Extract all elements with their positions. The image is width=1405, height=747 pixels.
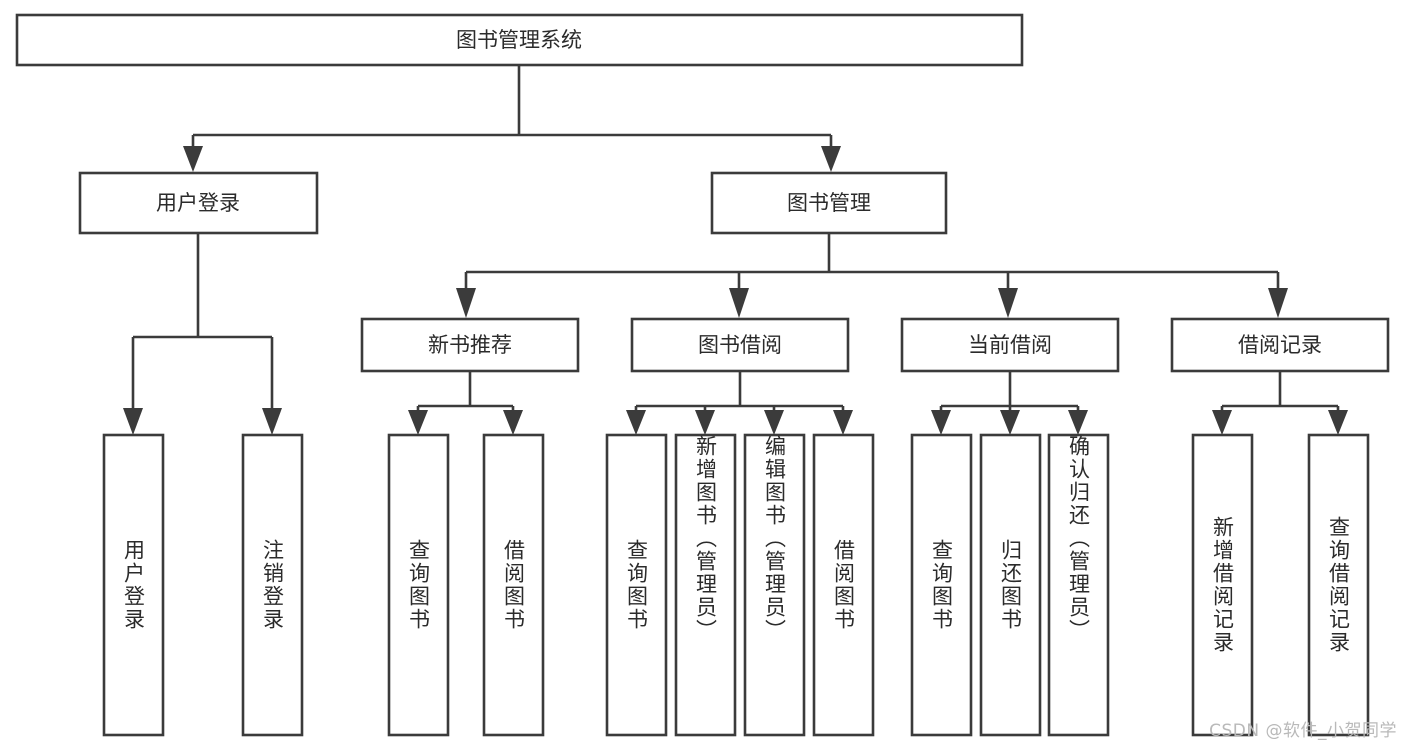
book-management-box[interactable] (710, 171, 948, 235)
leaf-box-add-record[interactable] (1191, 433, 1254, 737)
arrow-leaf-query-book-3 (931, 410, 951, 435)
new-book-recommend-box[interactable] (360, 317, 580, 373)
leaf-box-user-login[interactable] (102, 433, 165, 737)
book-management-label: 图书管理 (787, 191, 871, 215)
arrow-current-borrow (998, 288, 1018, 318)
arrow-leaf-user-login (123, 408, 143, 435)
leaf-box-query-record[interactable] (1307, 433, 1370, 737)
new-book-recommend-label: 新书推荐 (428, 333, 512, 357)
book-borrow-label: 图书借阅 (698, 333, 782, 357)
csdn-watermark: CSDN @软件_小贺同学 (1209, 721, 1397, 741)
root-label: 图书管理系统 (456, 28, 582, 52)
arrow-leaf-add-book (695, 410, 715, 435)
arrow-user-login (183, 146, 203, 172)
leaf-box-logout-login[interactable] (241, 433, 304, 737)
node-root[interactable]: 图书管理系统 (15, 13, 1024, 67)
arrow-leaf-query-book-2 (626, 410, 646, 435)
borrow-record-box[interactable] (1170, 317, 1390, 373)
arrow-book-management (821, 146, 841, 172)
arrow-leaf-logout-login (262, 408, 282, 435)
arrow-borrow-record (1268, 288, 1288, 318)
arrow-new-book-recommend (456, 288, 476, 318)
arrow-book-borrow (729, 288, 749, 318)
borrow-record-label: 借阅记录 (1238, 333, 1322, 357)
user-login-label: 用户登录 (156, 191, 240, 215)
current-borrow-box[interactable] (900, 317, 1120, 373)
arrow-leaf-add-record (1212, 410, 1232, 435)
leaf-box-query-book-3[interactable] (910, 433, 973, 737)
node-borrow-record[interactable]: 借阅记录 (1170, 317, 1390, 373)
leaf-box-borrow-book-1[interactable] (482, 433, 545, 737)
arrow-leaf-borrow-book-2 (833, 410, 853, 435)
leaf-box-borrow-book-2[interactable] (812, 433, 875, 737)
node-new-book-recommend[interactable]: 新书推荐 (360, 317, 580, 373)
root-box[interactable] (15, 13, 1024, 67)
node-book-management[interactable]: 图书管理 (710, 171, 948, 235)
leaf-box-query-book-2[interactable] (605, 433, 668, 737)
arrow-leaf-return-book (1000, 410, 1020, 435)
current-borrow-label: 当前借阅 (968, 333, 1052, 357)
leaf-box-confirm-return[interactable] (1047, 433, 1110, 737)
node-user-login[interactable]: 用户登录 (78, 171, 319, 235)
arrow-leaf-query-book-1 (408, 410, 428, 435)
node-book-borrow[interactable]: 图书借阅 (630, 317, 850, 373)
leaf-box-query-book-1[interactable] (387, 433, 450, 737)
node-current-borrow[interactable]: 当前借阅 (900, 317, 1120, 373)
leaf-box-edit-book[interactable] (743, 433, 806, 737)
arrow-leaf-query-record (1328, 410, 1348, 435)
book-borrow-box[interactable] (630, 317, 850, 373)
leaf-box-return-book[interactable] (979, 433, 1042, 737)
arrow-leaf-borrow-book-1 (503, 410, 523, 435)
arrow-leaf-edit-book (764, 410, 784, 435)
leaf-box-add-book[interactable] (674, 433, 737, 737)
arrow-leaf-confirm-return (1068, 410, 1088, 435)
